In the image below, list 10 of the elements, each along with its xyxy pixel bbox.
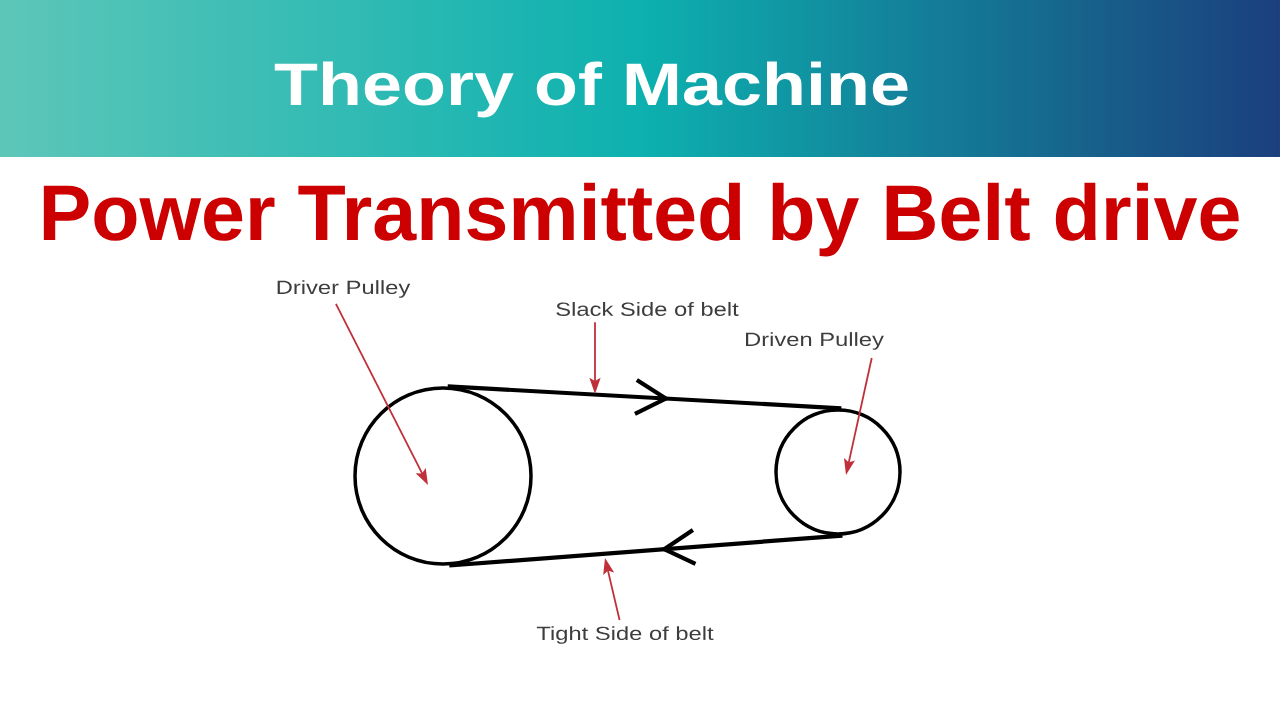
callout-label: Driver Pulley [277,280,411,298]
callout-label: Slack Side of belt [556,302,739,316]
banner-heading: Theory of Machine [274,61,908,118]
pulley-circle [353,386,533,566]
pulley-circle [774,408,902,536]
title: Power Transmitted by Belt drive [43,182,1239,257]
callout-label: Driven Pulley [746,332,884,350]
belt-line [449,528,843,568]
callout-label: Tight Side of belt [536,626,714,644]
belt-line [447,378,842,416]
